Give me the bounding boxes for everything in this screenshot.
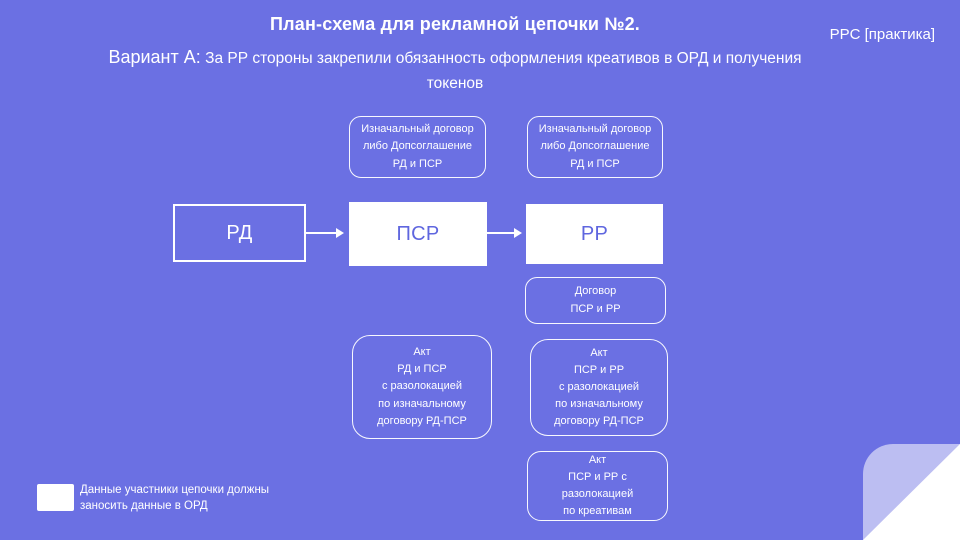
legend-line: заносить данные в ОРД [80,500,208,513]
arrow-psr-to-rr [487,228,522,238]
box-contract-psr-rr: Договор ПСР и РР [525,277,666,324]
box-line: разолокацией [561,488,634,500]
box-act-psr-rr: Акт ПСР и РР с разолокацией по изначальн… [530,339,668,436]
node-rd: РД [173,204,306,262]
box-contract-initial-left: Изначальный договор либо Допсоглашение Р… [349,116,486,178]
box-line: либо Допсоглашение [362,140,472,153]
legend-swatch [37,484,74,511]
box-line: ПСР и РР [570,302,621,315]
box-line: с разолокацией [381,380,462,393]
node-rr-label: РР [580,222,609,245]
node-rr: РР [526,204,663,264]
box-line: Изначальный договор [361,123,474,136]
slide-title: План-схема для рекламной цепочки №2. [269,14,641,34]
box-line: Акт [588,453,607,466]
channel-watermark: PPC [практика] [829,26,935,43]
box-line: по креативам [563,505,632,518]
box-line: РД и ПСР [392,157,443,170]
arrow-rd-to-psr [306,228,344,238]
box-line: по изначальному [555,398,643,411]
box-line: Изначальный договор [538,123,652,136]
corner-decoration [863,444,960,540]
box-contract-initial-right: Изначальный договор либо Допсоглашение Р… [527,116,663,178]
box-line: договору РД-ПСР [377,414,467,427]
slide-subtitle: Вариант А: За РР стороны закрепили обяза… [105,44,805,96]
box-line: Договор [574,285,617,298]
node-psr: ПСР [349,202,487,266]
legend-line: Данные участники цепочки должны [80,484,270,496]
box-line: по изначальному [378,397,466,410]
subtitle-prefix: Вариант А: [108,47,201,67]
box-line: Акт [413,346,431,359]
box-line: ПСР и РР [573,363,625,376]
box-line: Акт [590,346,608,359]
header-block: План-схема для рекламной цепочки №2. Вар… [105,14,805,96]
box-line: ПСР и РР с [568,470,627,483]
box-line: РД и ПСР [570,157,620,170]
legend-text: Данные участники цепочки должны заносить… [80,482,269,514]
box-line: договору РД-ПСР [554,415,644,428]
node-rd-label: РД [226,221,253,244]
node-psr-label: ПСР [396,222,440,245]
box-line: либо Допсоглашение [540,140,650,153]
box-line: РД и ПСР [397,363,447,376]
subtitle-text: За РР стороны закрепили обязанность офор… [205,50,802,92]
box-line: с разолокацией [558,380,639,393]
box-act-creatives: Акт ПСР и РР с разолокацией по креативам [527,451,668,521]
box-act-rd-psr: Акт РД и ПСР с разолокацией по изначальн… [352,335,492,439]
